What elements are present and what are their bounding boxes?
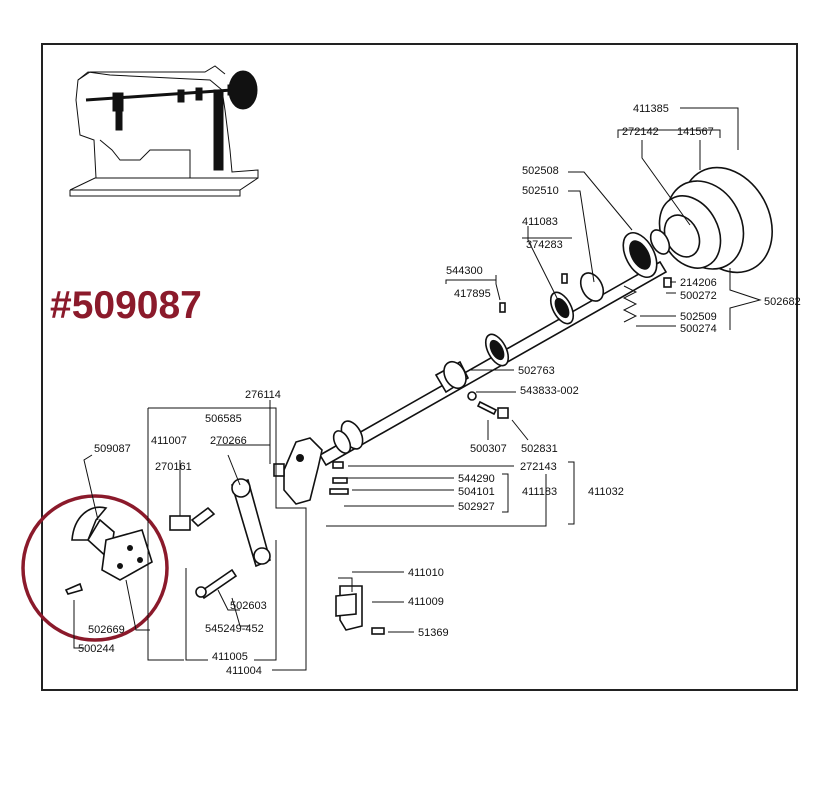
label-276114: 276114 [245,389,281,401]
label-411385: 411385 [633,103,669,115]
diagram-frame [41,43,798,691]
connecting-rod-assembly [169,478,271,600]
bracket-assembly [335,585,385,635]
rotary-hook-509087 [64,506,153,595]
label-51369: 51369 [418,627,449,639]
label-544290: 544290 [458,473,495,485]
label-411010: 411010 [408,567,444,579]
label-411004: 411004 [226,665,262,677]
label-500272: 500272 [680,290,717,302]
label-417895: 417895 [454,288,491,300]
label-411007: 411007 [151,435,187,447]
label-411032: 411032 [588,486,624,498]
label-411183: 411183 [522,486,557,498]
label-272142: 272142 [622,126,659,138]
product-number-title: #509087 [50,284,202,327]
label-374283: 374283 [526,239,563,251]
label-270266: 270266 [210,435,247,447]
label-272143: 272143 [520,461,557,473]
label-506585: 506585 [205,413,242,425]
label-502763: 502763 [518,365,555,377]
label-502603: 502603 [230,600,267,612]
label-502831: 502831 [521,443,558,455]
label-502510: 502510 [522,185,559,197]
label-545249-452: 545249-452 [205,623,264,635]
label-270161: 270161 [155,461,192,473]
label-502927: 502927 [458,501,495,513]
label-141567: 141567 [677,126,714,138]
label-502669: 502669 [88,624,125,636]
label-411005: 411005 [212,651,248,663]
sewing-machine-thumbnail [69,65,259,197]
main-shaft [273,166,773,505]
label-543833-002: 543833-002 [520,385,579,397]
label-214206: 214206 [680,277,717,289]
label-500274: 500274 [680,323,717,335]
label-509087: 509087 [94,443,131,455]
part-labels: 411385 272142 141567 502508 502510 41108… [78,103,801,677]
leader-lines [73,107,762,671]
label-502682: 502682 [764,296,801,308]
label-504101: 504101 [458,486,495,498]
highlight-circle [21,494,169,642]
label-502509: 502509 [680,311,717,323]
label-544300: 544300 [446,265,483,277]
gear-502508 [622,232,658,278]
handwheel [658,166,773,274]
label-411083: 411083 [522,216,558,228]
label-500307: 500307 [470,443,507,455]
label-502508: 502508 [522,165,559,177]
label-500244: 500244 [78,643,115,655]
label-411009: 411009 [408,596,444,608]
